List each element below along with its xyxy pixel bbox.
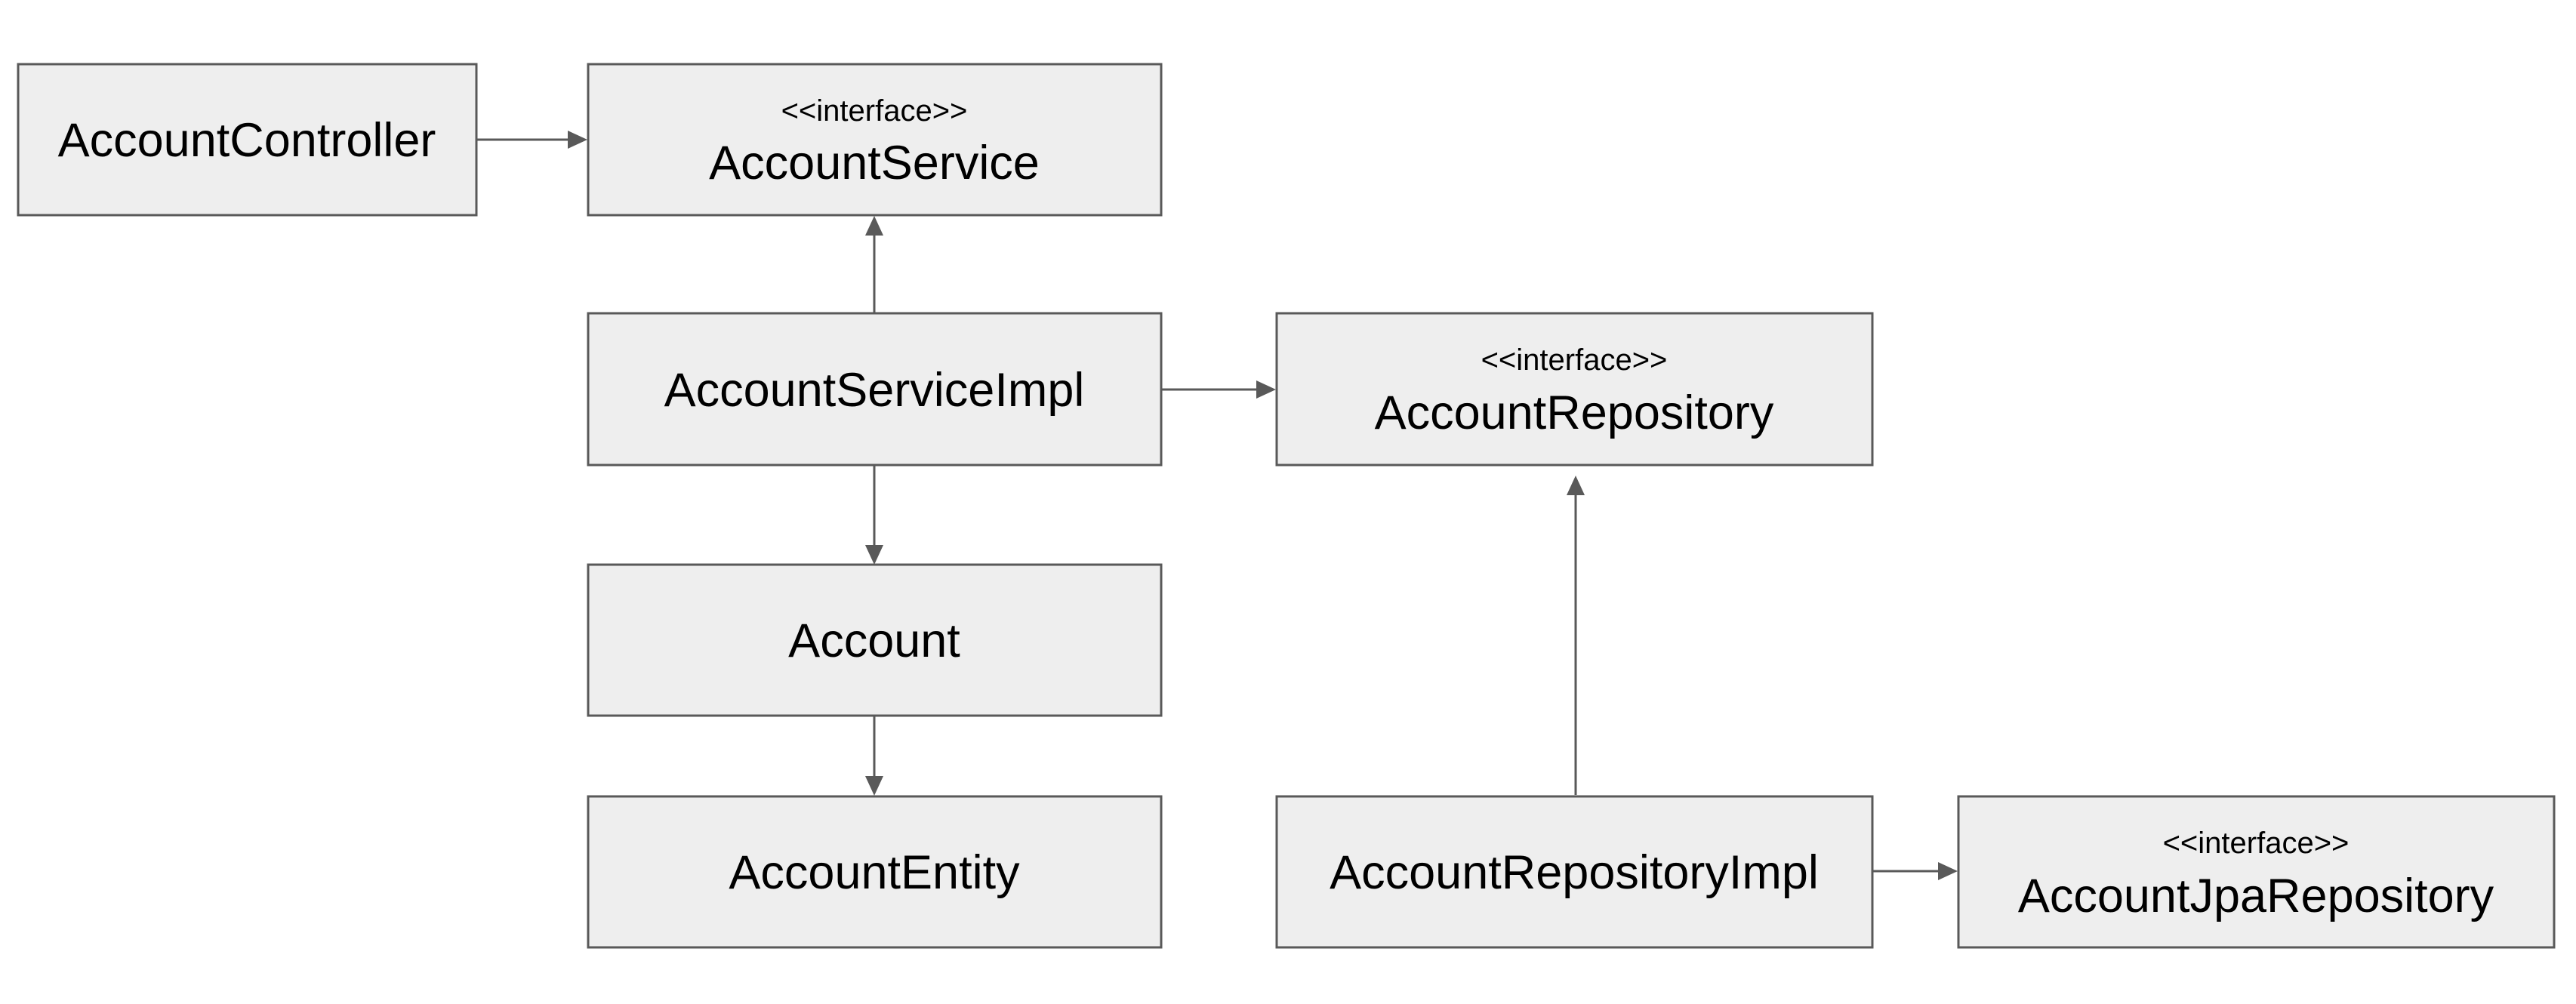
class-name: AccountEntity <box>729 846 1020 899</box>
class-name: AccountJpaRepository <box>2018 870 2494 922</box>
edge-repositoryimpl-to-repository <box>1567 476 1585 795</box>
class-box-account-controller: AccountController <box>17 63 478 217</box>
class-name: AccountRepository <box>1375 387 1774 439</box>
stereotype-label: <<interface>> <box>781 94 968 128</box>
edge-serviceimpl-to-account <box>865 466 883 565</box>
edge-account-to-entity <box>865 716 883 796</box>
stereotype-label: <<interface>> <box>1481 343 1668 377</box>
class-box-account-service-impl: AccountServiceImpl <box>587 312 1163 467</box>
class-name: Account <box>788 614 960 667</box>
class-box-account: Account <box>587 563 1163 717</box>
class-box-account-entity: AccountEntity <box>587 795 1163 949</box>
class-box-account-repository: <<interface>> AccountRepository <box>1275 312 1874 467</box>
class-box-account-service: <<interface>> AccountService <box>587 63 1163 217</box>
edge-repositoryimpl-to-jparepository <box>1873 862 1958 880</box>
stereotype-label: <<interface>> <box>2163 827 2350 860</box>
edge-serviceimpl-to-repository <box>1161 380 1276 399</box>
class-box-account-repository-impl: AccountRepositoryImpl <box>1275 795 1874 949</box>
edge-controller-to-service <box>476 131 587 149</box>
class-name: AccountController <box>58 114 436 167</box>
class-name: AccountRepositoryImpl <box>1330 846 1819 899</box>
class-name: AccountService <box>709 137 1040 189</box>
class-box-account-jpa-repository: <<interface>> AccountJpaRepository <box>1957 795 2556 949</box>
class-name: AccountServiceImpl <box>664 364 1085 417</box>
edge-serviceimpl-to-service <box>865 216 883 313</box>
